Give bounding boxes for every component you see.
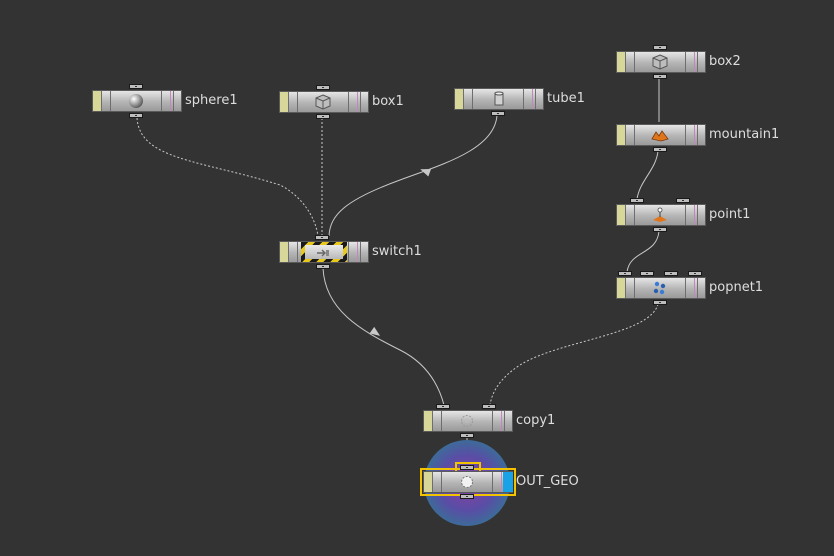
input-connector[interactable] (316, 85, 330, 90)
node-label[interactable]: tube1 (547, 91, 585, 106)
node-label[interactable]: box2 (709, 54, 741, 69)
output-connector[interactable] (129, 113, 143, 118)
copy-icon (459, 413, 475, 429)
node-label[interactable]: sphere1 (185, 93, 238, 108)
mountain-icon (651, 127, 669, 143)
input-connector[interactable] (688, 271, 702, 276)
particles-icon (652, 280, 668, 296)
output-connector[interactable] (653, 147, 667, 152)
wire-point1-to-popnet1[interactable] (626, 230, 660, 273)
node-label[interactable]: switch1 (372, 244, 422, 259)
sphere-icon (128, 93, 144, 109)
switch-icon (315, 244, 331, 260)
output-connector[interactable] (460, 433, 474, 438)
node-label[interactable]: popnet1 (709, 280, 764, 295)
wire-direction-arrow-icon (420, 168, 432, 177)
wire-tube1-to-switch1[interactable] (328, 114, 498, 237)
input-connector[interactable] (460, 465, 474, 470)
input-connector[interactable] (640, 271, 654, 276)
node-label[interactable]: copy1 (516, 413, 556, 428)
wire-switch1-to-copy1[interactable] (322, 267, 445, 406)
output-connector[interactable] (460, 494, 474, 499)
input-connector[interactable] (630, 198, 644, 203)
node-label[interactable]: mountain1 (709, 127, 780, 142)
node-label[interactable]: OUT_GEO (516, 474, 579, 489)
wire-popnet1-to-copy1[interactable] (489, 303, 659, 406)
input-connector[interactable] (482, 404, 496, 409)
output-connector[interactable] (653, 300, 667, 305)
input-connector[interactable] (664, 271, 678, 276)
output-connector[interactable] (491, 111, 505, 116)
tube-icon (491, 91, 507, 107)
input-connector[interactable] (618, 271, 632, 276)
output-connector[interactable] (316, 264, 330, 269)
null-icon (459, 474, 475, 490)
selection-outline-tab (455, 462, 481, 472)
input-connector[interactable] (676, 198, 690, 203)
input-connector[interactable] (436, 404, 450, 409)
wire-mountain1-to-point1[interactable] (636, 150, 659, 200)
output-connector[interactable] (653, 227, 667, 232)
point-icon (652, 207, 668, 223)
display-flag[interactable] (503, 472, 513, 492)
box-icon (315, 94, 331, 110)
node-label[interactable]: point1 (709, 207, 751, 222)
node-label[interactable]: box1 (372, 94, 404, 109)
output-connector[interactable] (653, 74, 667, 79)
box-icon (652, 54, 668, 70)
input-connector[interactable] (315, 235, 329, 240)
wire-sphere1-to-switch1[interactable] (136, 117, 319, 237)
wire-direction-arrow-icon (369, 326, 381, 336)
output-connector[interactable] (316, 114, 330, 119)
input-connector[interactable] (653, 45, 667, 50)
input-connector[interactable] (129, 84, 143, 89)
